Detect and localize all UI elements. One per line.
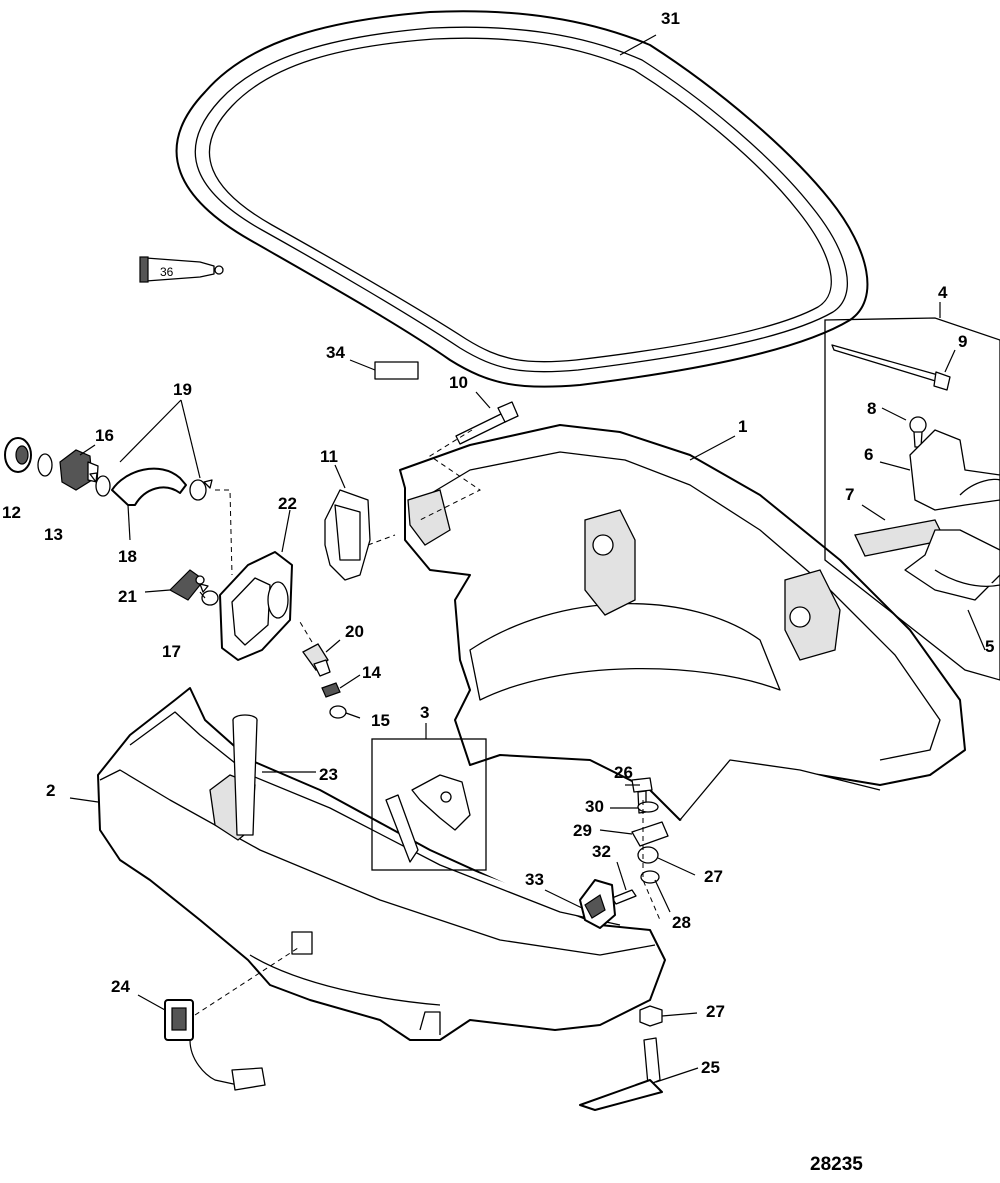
hose-clamp-right: [189, 479, 213, 501]
callout-24: 24: [111, 977, 130, 996]
figure-number: 28235: [810, 1154, 863, 1175]
callout-labels: 1 2 3 4 5 6 7 8 9 10 11 12 13 14 15 16 1…: [2, 9, 994, 1077]
ring-28-part: [640, 870, 660, 884]
callout-29: 29: [573, 821, 592, 840]
sealant-tube: 36: [139, 256, 224, 283]
tube-label: 36: [160, 265, 174, 279]
latch-3-part: [385, 774, 471, 863]
callout-13: 13: [44, 525, 63, 544]
callout-9: 9: [958, 332, 967, 351]
clamp-17-part: [199, 583, 219, 606]
callout-34: 34: [326, 343, 345, 362]
callout-23: 23: [319, 765, 338, 784]
grommet-22-part: [219, 551, 293, 661]
callout-33: 33: [525, 870, 544, 889]
fitting-16-part: [59, 449, 99, 491]
cap-12-part: [4, 437, 32, 473]
callout-32: 32: [592, 842, 611, 861]
seal-ring-part: [175, 10, 869, 388]
washer-14-part: [321, 682, 341, 698]
callout-26: 26: [614, 763, 633, 782]
callout-12: 12: [2, 503, 21, 522]
callout-6: 6: [864, 445, 873, 464]
washer-30-part: [637, 801, 659, 813]
latch-33-part: [579, 879, 616, 929]
callout-11: 11: [320, 447, 338, 466]
callout-7: 7: [845, 485, 854, 504]
callout-4: 4: [938, 283, 948, 302]
callout-3: 3: [420, 703, 429, 722]
callout-2: 2: [46, 781, 55, 800]
callout-17: 17: [162, 642, 181, 661]
bushing-27a-part: [637, 846, 659, 864]
lever-25-part: [579, 1037, 663, 1111]
callout-27a: 27: [704, 867, 723, 886]
clip-6-part: [909, 429, 1000, 511]
callout-22: 22: [278, 494, 297, 513]
bracket-29-part: [631, 821, 669, 847]
callout-30: 30: [585, 797, 604, 816]
callout-21: 21: [118, 587, 137, 606]
callout-31: 31: [661, 9, 680, 28]
plate-21-part: [169, 569, 205, 601]
oring-13-part: [37, 453, 53, 477]
callout-19: 19: [173, 380, 192, 399]
callout-20: 20: [345, 622, 364, 641]
kit-4-box: [824, 317, 1000, 681]
callout-18: 18: [118, 547, 137, 566]
callout-14: 14: [362, 663, 381, 682]
fitting-20-part: [302, 643, 331, 677]
decal-part: [374, 361, 419, 380]
leader-lines: [69, 34, 986, 1083]
hinge-bracket-part: [324, 489, 371, 581]
callout-1: 1: [738, 417, 747, 436]
callout-28: 28: [672, 913, 691, 932]
top-cowl-part: [399, 424, 966, 821]
hose-clamp-left: [89, 472, 111, 497]
callout-8: 8: [867, 399, 876, 418]
bolt-32-part: [611, 889, 637, 905]
screw-part: [909, 416, 927, 448]
clip-5-part: [904, 529, 1000, 601]
callout-16: 16: [95, 426, 114, 445]
callout-25: 25: [701, 1058, 720, 1077]
switch-24-part: [164, 999, 266, 1091]
callout-10: 10: [449, 373, 468, 392]
nut-27b-part: [639, 1005, 663, 1027]
tube-23-part: [232, 714, 258, 836]
cable-tie-part: [831, 344, 951, 391]
latch-3-box: [371, 738, 487, 871]
callout-5: 5: [985, 637, 994, 656]
hose-18-part: [111, 467, 187, 506]
callout-15: 15: [371, 711, 390, 730]
callout-27b: 27: [706, 1002, 725, 1021]
bolt-10: [455, 401, 519, 445]
washer-15-part: [329, 705, 347, 719]
